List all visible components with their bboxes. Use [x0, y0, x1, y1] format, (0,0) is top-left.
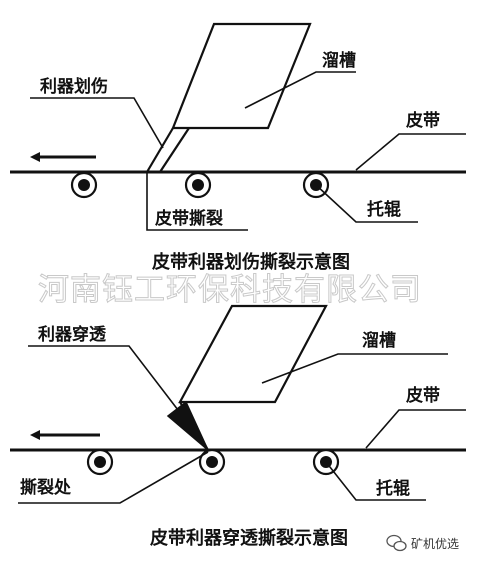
top-caption: 皮带利器划伤撕裂示意图: [152, 251, 350, 273]
top-idler-label: 托辊: [367, 199, 401, 220]
top-scratch-leader: [30, 97, 164, 149]
bottom-idler-2: [198, 448, 226, 476]
bottom-belt-label: 皮带: [406, 385, 440, 406]
top-belt-label: 皮带: [406, 110, 440, 131]
top-belt-leader: [355, 133, 466, 171]
bottom-idler-leader: [325, 461, 426, 501]
top-chute-label: 溜槽: [322, 50, 356, 71]
logo: 矿机优选: [386, 534, 459, 552]
top-chute: [171, 22, 312, 130]
bottom-tear-leader: [18, 451, 209, 504]
top-scratch-label: 利器划伤: [40, 76, 108, 97]
bottom-chute-leader: [261, 353, 448, 384]
top-idler-leader: [315, 184, 418, 223]
top-sharp-blade: [146, 127, 174, 173]
top-idler-2: [184, 171, 212, 199]
top-tear-leader: [146, 172, 248, 231]
bottom-chute: [178, 304, 328, 404]
top-chute-leader: [244, 71, 356, 109]
bottom-diagram: 溜槽 利器穿透 皮带 撕裂处 托辊 皮带利器穿透撕: [10, 304, 466, 549]
logo-text: 矿机优选: [411, 537, 459, 551]
bottom-pierce-leader: [28, 345, 179, 411]
watermark: 河南钰工环保科技有限公司: [38, 272, 422, 308]
bottom-belt-leader: [365, 409, 466, 449]
top-tear-label: 皮带撕裂: [155, 208, 223, 229]
bottom-pierce-label: 利器穿透: [38, 324, 107, 345]
top-sharp-blade-edge: [159, 127, 190, 173]
bottom-chute-label: 溜槽: [362, 330, 396, 351]
bottom-sharp-object: [166, 400, 209, 451]
bottom-tear-label: 撕裂处: [20, 477, 72, 498]
top-diagram: 溜槽 利器划伤 皮带 皮带撕裂 托辊 皮: [10, 22, 466, 273]
bottom-caption: 皮带利器穿透撕裂示意图: [150, 527, 348, 549]
bottom-idler-label: 托辊: [376, 478, 410, 499]
wechat-bubble-icon: [386, 534, 407, 552]
bottom-sharp-edge: [179, 401, 209, 451]
bottom-idler-1: [86, 448, 114, 476]
top-idler-1: [70, 171, 98, 199]
